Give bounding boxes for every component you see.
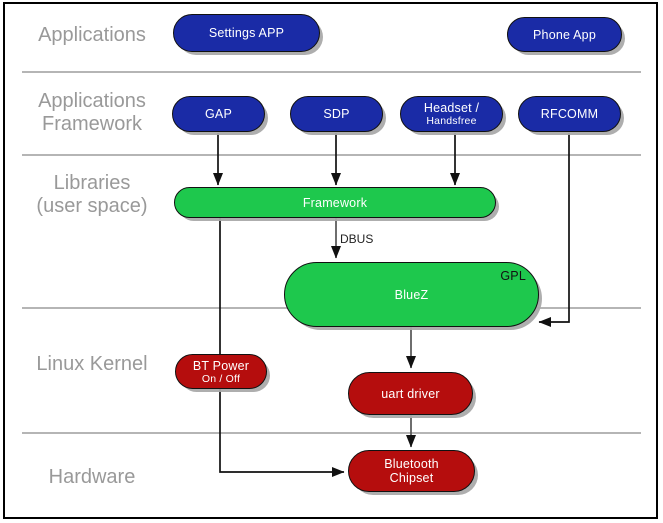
node-headset-handsfree-label: Headset /	[423, 101, 480, 115]
layer-label-linux-kernel: Linux Kernel	[36, 353, 148, 375]
node-framework-label: Framework	[302, 195, 368, 210]
layer-label-applications: Applications	[38, 24, 146, 46]
node-bt-power-sublabel: On / Off	[201, 372, 241, 385]
node-sdp-label: SDP	[323, 107, 350, 121]
diagram-frame	[3, 2, 658, 519]
node-headset-handsfree[interactable]: Headset / Handsfree	[400, 96, 503, 132]
edge-label-dbus: DBUS	[340, 232, 374, 246]
layer-label-applications-framework: Applications Framework	[38, 90, 146, 135]
node-uart-driver-label: uart driver	[381, 386, 440, 401]
node-bluez[interactable]: GPL BlueZ	[284, 262, 539, 327]
node-framework[interactable]: Framework	[174, 187, 496, 218]
edge-framework-to-chipset	[219, 217, 345, 478]
node-headset-handsfree-sublabel: Handsfree	[426, 115, 477, 127]
node-sdp[interactable]: SDP	[290, 96, 383, 132]
node-gap[interactable]: GAP	[172, 96, 265, 132]
node-phone-app[interactable]: Phone App	[507, 17, 622, 52]
node-bluetooth-chipset[interactable]: Bluetooth Chipset	[348, 450, 475, 492]
node-bt-power[interactable]: BT Power On / Off	[175, 354, 267, 389]
node-bluez-label: BlueZ	[394, 287, 429, 302]
node-uart-driver[interactable]: uart driver	[348, 372, 473, 415]
node-rfcomm[interactable]: RFCOMM	[518, 96, 621, 132]
layer-label-libraries: Libraries (user space)	[36, 172, 148, 217]
node-gap-label: GAP	[205, 107, 232, 121]
node-bluetooth-chipset-label: Bluetooth	[384, 457, 439, 471]
edge-rfcomm-to-bluez	[538, 133, 570, 328]
node-settings-app[interactable]: Settings APP	[173, 14, 320, 52]
node-bt-power-label: BT Power	[192, 358, 250, 373]
node-rfcomm-label: RFCOMM	[540, 107, 599, 121]
node-phone-app-label: Phone App	[533, 27, 596, 42]
node-settings-app-label: Settings APP	[208, 26, 285, 40]
node-bluez-license-tag: GPL	[500, 269, 526, 283]
layer-label-hardware: Hardware	[48, 466, 136, 488]
node-bluetooth-chipset-sublabel: Chipset	[389, 471, 434, 485]
